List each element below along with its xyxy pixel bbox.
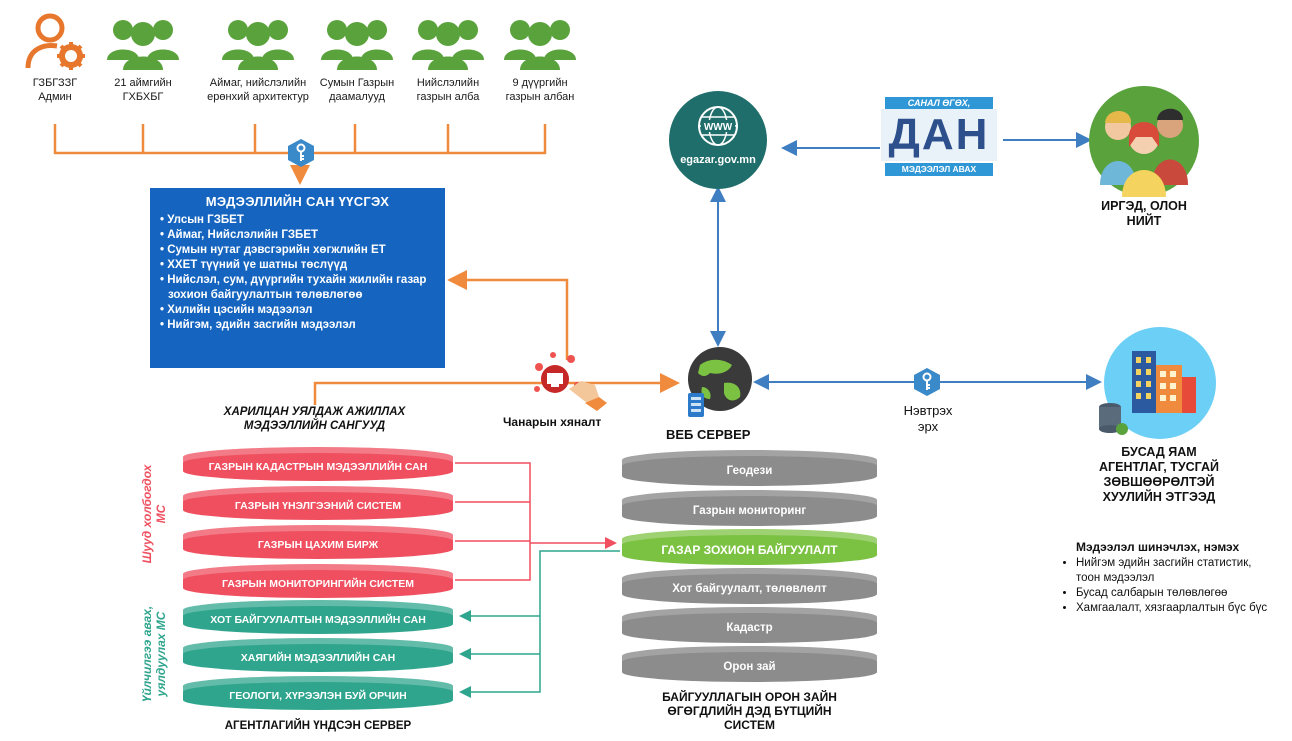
db-monitoring[interactable]: ГАЗРЫН МОНИТОРИНГИЙН СИСТЕМ <box>183 564 453 598</box>
list-item: Нийгэм, эдийн засгийн мэдээлэл <box>160 318 435 333</box>
website-label[interactable]: egazar.gov.mn <box>680 154 756 166</box>
group-admin: ГЗБГЗЗГ Админ <box>5 10 105 104</box>
svg-text:WWW: WWW <box>704 122 733 133</box>
list-item: ХХЕТ түүний үе шатны төслүүд <box>160 258 435 273</box>
stack-spatial-label: Орон зай <box>723 661 776 673</box>
dan-top-label: САНАЛ ӨГӨХ, <box>885 97 993 110</box>
other-organizations-label: БУСАД ЯАМ АГЕНТЛАГ, ТУСГАЙ ЗӨВШӨӨРӨЛТЭЙ … <box>1099 445 1219 504</box>
people-group-icon <box>222 20 294 70</box>
db-geology-label: ГЕОЛОГИ, ХҮРЭЭЛЭН БУЙ ОРЧИН <box>229 690 407 702</box>
people-group-icon <box>321 20 393 70</box>
stack-cadastre-label: Кадастр <box>726 622 773 634</box>
citizens-label: ИРГЭД, ОЛОН НИЙТ <box>1101 199 1187 228</box>
list-item: Нийслэл, сум, дүүргийн тухайн жилийн газ… <box>160 273 435 303</box>
db-monitoring-label: ГАЗРЫН МОНИТОРИНГИЙН СИСТЕМ <box>222 578 414 590</box>
service-ms-side-label: Үйлчилгээ авах, уялдуулах МС <box>134 598 174 710</box>
list-item: Нийгэм эдийн засгийн статистик, тоон мэд… <box>1076 556 1277 586</box>
direct-ms-side-label: Шууд холбогдох МС <box>134 448 174 580</box>
list-item: Улсын ГЗБЕТ <box>160 213 435 228</box>
linked-databases-title: ХАРИЛЦАН УЯЛДАЖ АЖИЛЛАХ МЭДЭЭЛЛИЙН САНГУ… <box>192 405 437 433</box>
service-ms-text: Үйлчилгээ авах, уялдуулах МС <box>140 605 168 703</box>
agency-server-caption: АГЕНТЛАГИЙН ҮНДСЭН СЕРВЕР <box>224 720 412 732</box>
db-valuation[interactable]: ГАЗРЫН ҮНЭЛГЭЭНИЙ СИСТЕМ <box>183 486 453 520</box>
other-organizations-node: БУСАД ЯАМ АГЕНТЛАГ, ТУСГАЙ ЗӨВШӨӨРӨЛТЭЙ … <box>1098 325 1220 504</box>
group-architect: Аймаг, нийслэлийн ерөнхий архитектур <box>203 10 313 104</box>
quality-control-icon <box>534 352 607 411</box>
citizens-node: ИРГЭД, ОЛОН НИЙТ <box>1088 85 1200 228</box>
group-soum-label: Сумын Газрын даамалууд <box>319 77 395 103</box>
web-server-label: ВЕБ СЕРВЕР <box>666 427 751 442</box>
database-creation-list: Улсын ГЗБЕТ Аймаг, Нийслэлийн ГЗБЕТ Сумы… <box>160 213 435 333</box>
db-cadastre[interactable]: ГАЗРЫН КАДАСТРЫН МЭДЭЭЛЛИЙН САН <box>183 447 453 481</box>
stack-land-monitoring[interactable]: Газрын мониторинг <box>622 490 877 526</box>
list-item: Хамгаалалт, хязгаарлалтын бүс бүс <box>1076 601 1277 616</box>
db-address-label: ХАЯГИЙН МЭДЭЭЛЛИЙН САН <box>240 652 396 664</box>
group-district: 9 дүүргийн газрын албан <box>490 10 590 104</box>
www-globe-icon: WWW <box>669 91 767 189</box>
updates-list: Нийгэм эдийн засгийн статистик, тоон мэд… <box>1062 556 1277 616</box>
people-group-icon <box>107 20 179 70</box>
db-urban-label: ХОТ БАЙГУУЛАЛТЫН МЭДЭЭЛЛИЙН САН <box>210 614 426 626</box>
dan-logo: ДАН <box>881 109 997 161</box>
spatial-stack-caption: БАЙГУУЛЛАГЫН ОРОН ЗАЙН ӨГӨГДЛИЙН ДЭД БҮТ… <box>662 690 837 732</box>
stack-land-management-label: ГАЗАР ЗОХИОН БАЙГУУЛАЛТ <box>661 543 838 557</box>
group-aimag: 21 аймгийн ГХБХБГ <box>93 10 193 104</box>
people-group-icon <box>504 20 576 70</box>
group-admin-label: ГЗБГЗЗГ Админ <box>32 77 78 103</box>
key-icon <box>914 368 940 396</box>
quality-control-label: Чанарын хяналт <box>503 415 602 429</box>
db-cadastre-label: ГАЗРЫН КАДАСТРЫН МЭДЭЭЛЛИЙН САН <box>208 461 428 473</box>
web-server-node[interactable]: ВЕБ СЕРВЕР <box>666 343 760 442</box>
stack-land-monitoring-label: Газрын мониторинг <box>692 505 807 517</box>
stack-geodesy[interactable]: Геодези <box>622 450 877 486</box>
stack-urban-planning-label: Хот байгуулалт, төлөвлөлт <box>672 583 827 595</box>
stack-land-management[interactable]: ГАЗАР ЗОХИОН БАЙГУУЛАЛТ <box>622 529 877 565</box>
db-urban[interactable]: ХОТ БАЙГУУЛАЛТЫН МЭДЭЭЛЛИЙН САН <box>183 600 453 634</box>
dan-bottom-label: МЭДЭЭЛЭЛ АВАХ <box>885 163 993 176</box>
database-creation-box: МЭДЭЭЛЛИЙН САН ҮҮСГЭХ Улсын ГЗБЕТ Аймаг,… <box>150 188 445 368</box>
db-geology[interactable]: ГЕОЛОГИ, ХҮРЭЭЛЭН БУЙ ОРЧИН <box>183 676 453 710</box>
db-exchange-label: ГАЗРЫН ЦАХИМ БИРЖ <box>257 539 379 551</box>
dan-badge[interactable]: САНАЛ ӨГӨХ, ДАН МЭДЭЭЛЭЛ АВАХ <box>875 95 1003 183</box>
list-item: Бусад салбарын төлөвлөгөө <box>1076 586 1277 601</box>
group-architect-label: Аймаг, нийслэлийн ерөнхий архитектур <box>207 77 309 103</box>
updates-panel: Мэдээлэл шинэчлэх, нэмэх Нийгэм эдийн за… <box>1062 540 1277 616</box>
stack-cadastre[interactable]: Кадастр <box>622 607 877 643</box>
group-soum: Сумын Газрын даамалууд <box>307 10 407 104</box>
access-rights-label: Нэвтрэх эрх <box>903 403 953 434</box>
db-address[interactable]: ХАЯГИЙН МЭДЭЭЛЛИЙН САН <box>183 638 453 672</box>
db-valuation-label: ГАЗРЫН ҮНЭЛГЭЭНИЙ СИСТЕМ <box>234 500 402 512</box>
direct-ms-text: Шууд холбогдох МС <box>140 464 168 564</box>
group-capital-label: Нийслэлийн газрын алба <box>416 77 480 103</box>
stack-spatial[interactable]: Орон зай <box>622 646 877 682</box>
updates-title: Мэдээлэл шинэчлэх, нэмэх <box>1076 540 1240 554</box>
buildings-icon <box>1099 327 1216 439</box>
website-node[interactable]: WWW egazar.gov.mn <box>655 90 781 190</box>
people-group-icon <box>412 20 484 70</box>
list-item: Хилийн цэсийн мэдээлэл <box>160 303 435 318</box>
group-district-label: 9 дүүргийн газрын албан <box>505 77 575 103</box>
globe-server-icon <box>688 347 752 417</box>
stack-urban-planning[interactable]: Хот байгуулалт, төлөвлөлт <box>622 568 877 604</box>
group-capital: Нийслэлийн газрын алба <box>398 10 498 104</box>
list-item: Аймаг, Нийслэлийн ГЗБЕТ <box>160 228 435 243</box>
admin-gear-icon <box>25 13 85 70</box>
stack-geodesy-label: Геодези <box>726 465 773 477</box>
list-item: Сумын нутаг дэвсгэрийн хөгжлийн ЕТ <box>160 243 435 258</box>
key-icon <box>288 139 314 167</box>
quality-control-node: Чанарын хяналт <box>503 345 615 429</box>
citizens-icon <box>1089 86 1199 197</box>
group-aimag-label: 21 аймгийн ГХБХБГ <box>114 77 172 103</box>
db-exchange[interactable]: ГАЗРЫН ЦАХИМ БИРЖ <box>183 525 453 559</box>
database-creation-title: МЭДЭЭЛЛИЙН САН ҮҮСГЭХ <box>205 194 390 209</box>
